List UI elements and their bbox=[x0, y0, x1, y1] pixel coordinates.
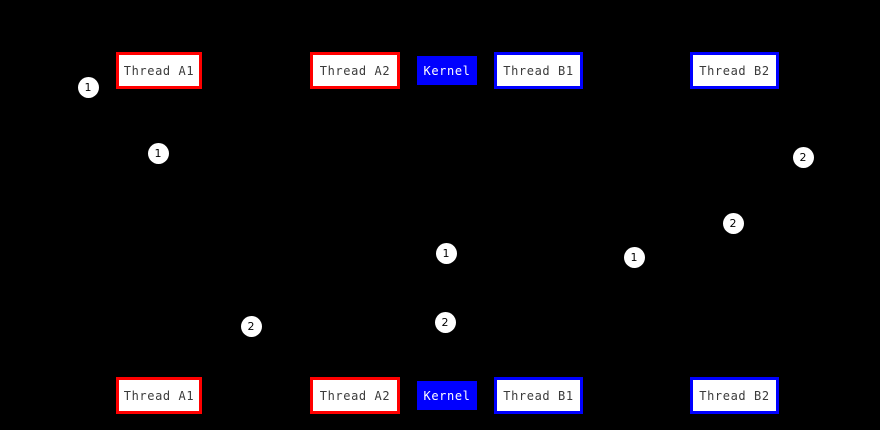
participant-thread-b2[interactable]: Thread B2 bbox=[690, 52, 779, 89]
participant-label: Thread A2 bbox=[319, 388, 391, 403]
step-marker-1: 1 bbox=[77, 76, 99, 98]
step-marker-1: 1 bbox=[435, 242, 457, 264]
lifeline-thread-a2 bbox=[355, 89, 356, 377]
step-marker-2: 2 bbox=[722, 212, 744, 234]
participant-thread-b2-end[interactable]: Thread B2 bbox=[690, 377, 779, 414]
participant-kernel-end[interactable]: Kernel bbox=[417, 381, 477, 410]
lifeline-thread-b1 bbox=[538, 89, 539, 377]
step-marker-2: 2 bbox=[792, 146, 814, 168]
participant-label: Thread B2 bbox=[699, 63, 770, 78]
participant-thread-a1-end[interactable]: Thread A1 bbox=[116, 377, 202, 414]
participant-label: Thread A1 bbox=[123, 388, 195, 403]
participant-thread-a1[interactable]: Thread A1 bbox=[116, 52, 202, 89]
participant-label: Thread B1 bbox=[503, 388, 574, 403]
participant-label: Thread A2 bbox=[319, 63, 391, 78]
participant-label: Thread A1 bbox=[123, 63, 195, 78]
msg-b1-b2 bbox=[634, 223, 735, 258]
step-marker-2: 2 bbox=[434, 311, 456, 333]
participant-thread-b1[interactable]: Thread B1 bbox=[494, 52, 583, 89]
participant-thread-a2[interactable]: Thread A2 bbox=[310, 52, 400, 89]
participant-label: Thread B2 bbox=[699, 388, 770, 403]
msg-b2-up bbox=[734, 157, 804, 224]
participant-thread-b1-end[interactable]: Thread B1 bbox=[494, 377, 583, 414]
participant-label: Kernel bbox=[423, 388, 471, 403]
lifeline-kernel bbox=[447, 85, 448, 381]
msg-kernel-b1 bbox=[446, 253, 634, 258]
step-marker-2: 2 bbox=[240, 315, 262, 337]
msg-a1-kernel bbox=[158, 200, 447, 254]
participant-kernel[interactable]: Kernel bbox=[417, 56, 477, 85]
participant-label: Thread B1 bbox=[503, 63, 574, 78]
lifeline-thread-a1 bbox=[159, 89, 160, 377]
participant-label: Kernel bbox=[423, 63, 471, 78]
step-marker-1: 1 bbox=[147, 142, 169, 164]
step-marker-1: 1 bbox=[623, 246, 645, 268]
msg-kernel-a1 bbox=[250, 321, 447, 326]
participant-thread-a2-end[interactable]: Thread A2 bbox=[310, 377, 400, 414]
